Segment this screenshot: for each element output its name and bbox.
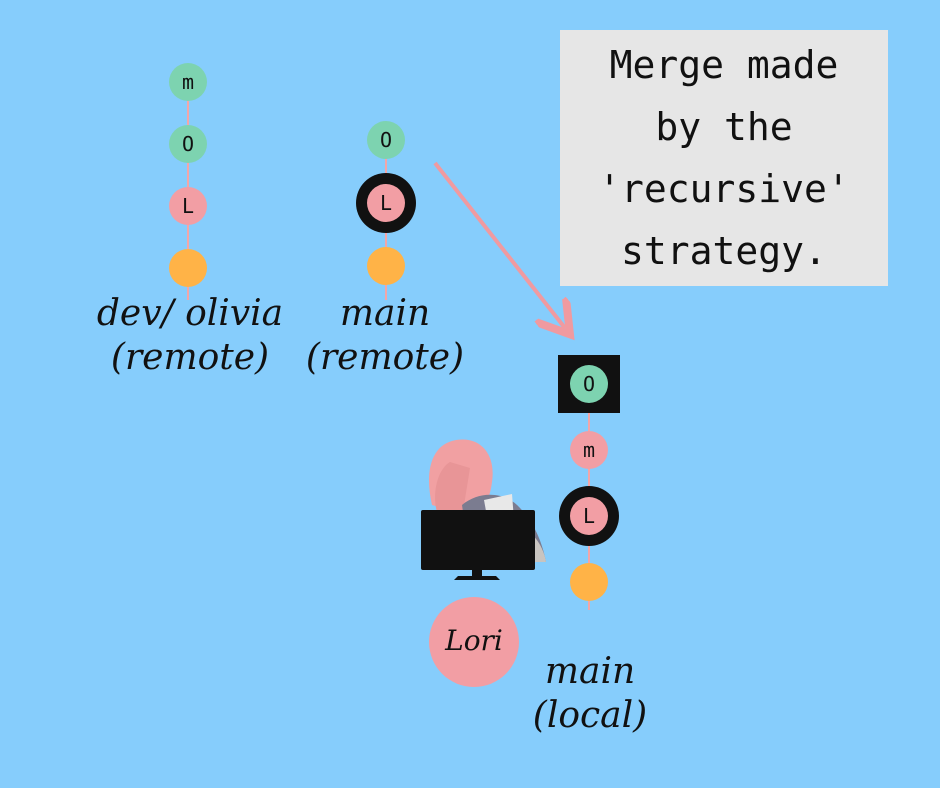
commit-circle [570,365,608,403]
branch-main-remote: OL [356,121,416,300]
commit-node: O [367,121,405,159]
commit-letter: m [583,438,595,462]
commit-node: m [169,63,207,101]
commit-node: O [169,125,207,163]
commit-letter: m [182,70,194,94]
merge-arrow-icon [433,161,565,328]
commit-circle [367,184,405,222]
commit-node: L [559,486,619,546]
commit-circle [169,187,207,225]
commit-node [169,249,207,287]
user-name: Lori [444,624,503,657]
branch-main-local: OmL [558,355,620,610]
branch-label-main-remote: main (remote) [305,293,465,378]
user-badge-circle [429,597,519,687]
commit-circle [367,121,405,159]
commit-node: L [356,173,416,233]
commit-circle [169,63,207,101]
caption-text: Merge made by the 'recursive' strategy. [598,43,850,273]
commit-letter: O [380,128,392,152]
commit-circle [169,125,207,163]
caption-box: Merge made by the 'recursive' strategy. [560,30,888,286]
commit-node: m [570,431,608,469]
branch-label-dev-olivia-remote: dev/ olivia (remote) [96,293,284,378]
person-at-computer-icon [421,439,546,580]
branch-dev-olivia-remote: mO L [169,63,207,300]
commit-circle [570,497,608,535]
commit-node: L [169,187,207,225]
commit-circle [570,431,608,469]
commit-circle [367,247,405,285]
commit-letter: O [583,372,595,396]
user-badge: Lori [429,597,519,687]
branch-label-main-local: main (local) [532,651,648,736]
commit-letter: L [182,194,194,218]
commit-circle [570,563,608,601]
commit-circle [169,249,207,287]
commit-letter: L [583,504,595,528]
commit-letter: L [380,191,392,215]
commit-node [367,247,405,285]
commit-letter: O [182,132,194,156]
commit-node: O [558,355,620,413]
commit-node [570,563,608,601]
